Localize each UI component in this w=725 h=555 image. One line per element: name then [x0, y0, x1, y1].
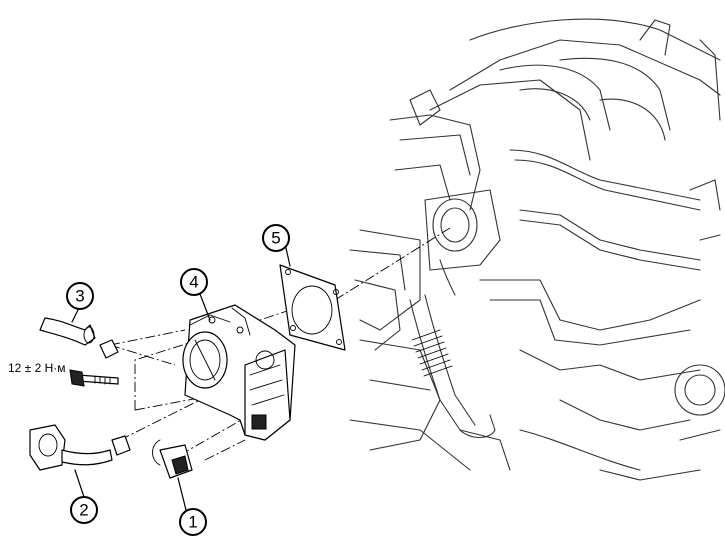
callout-4: 4 — [180, 268, 208, 296]
callout-2-label: 2 — [79, 501, 88, 520]
coolant-hose-upper — [39, 317, 119, 359]
callout-4-label: 4 — [189, 273, 198, 292]
leader-lines — [71, 247, 291, 511]
callout-5-label: 5 — [271, 229, 280, 248]
coolant-hose-lower — [29, 424, 131, 471]
engine-drawing — [349, 18, 725, 481]
gasket-drawing — [279, 264, 346, 351]
callout-3: 3 — [66, 282, 94, 310]
callout-5: 5 — [262, 224, 290, 252]
callout-1: 1 — [179, 508, 207, 536]
torque-spec-label: 12 ± 2 Н·м — [8, 361, 66, 375]
bolt-drawing — [69, 369, 119, 387]
callout-1-label: 1 — [188, 513, 197, 532]
callout-2: 2 — [70, 496, 98, 524]
electrical-connector-drawing — [152, 439, 193, 479]
callout-3-label: 3 — [75, 287, 84, 306]
throttle-body-drawing — [182, 304, 296, 441]
